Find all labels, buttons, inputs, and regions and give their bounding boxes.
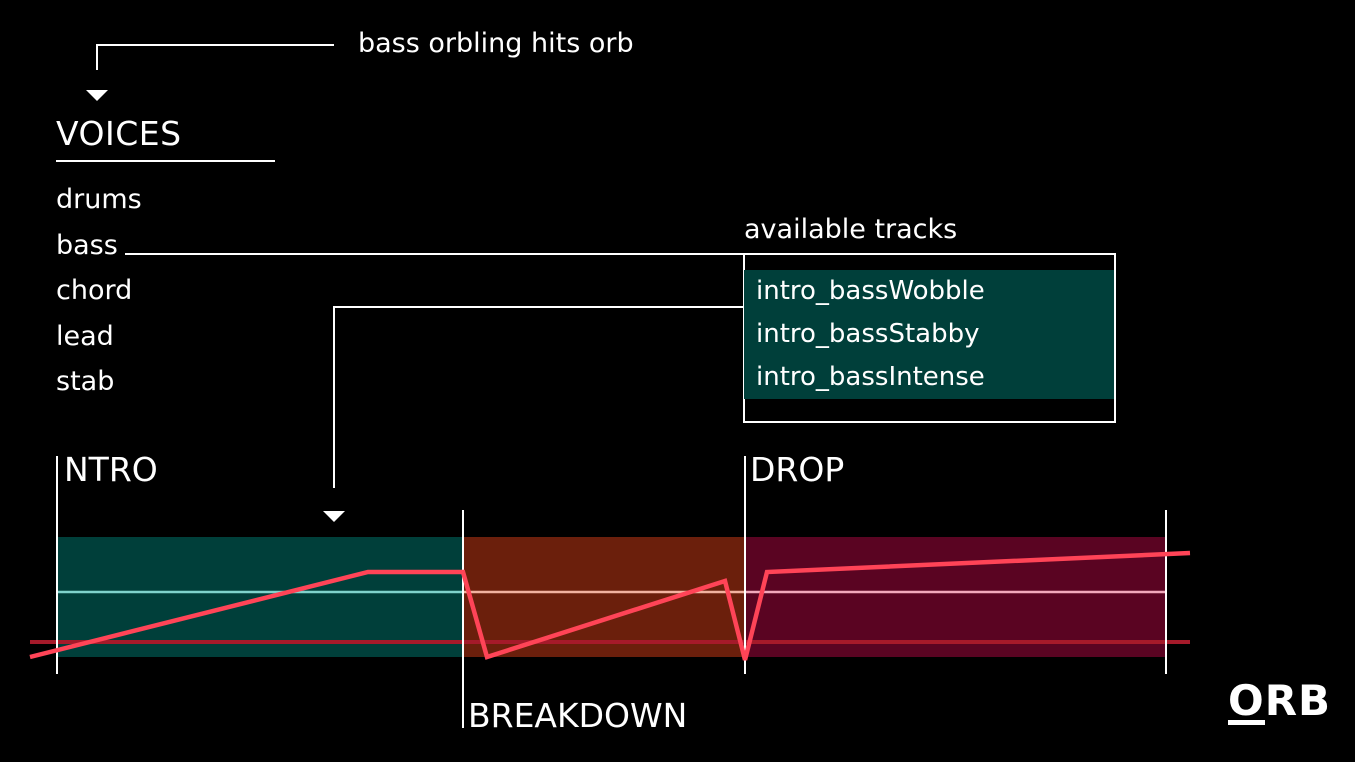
logo-o: O <box>1228 676 1265 726</box>
voice-item-lead[interactable]: lead <box>56 320 114 352</box>
annotation-label: bass orbling hits orb <box>358 28 634 59</box>
voice-item-bass[interactable]: bass <box>56 229 118 261</box>
section-label-breakdown: BREAKDOWN <box>468 696 688 735</box>
section-label-intro: NTRO <box>64 450 158 489</box>
track-connector <box>333 306 744 488</box>
breakdown-band <box>463 537 745 657</box>
voice-item-stab[interactable]: stab <box>56 366 115 397</box>
voice-item-drums[interactable]: drums <box>56 184 142 215</box>
logo-rest: RB <box>1264 676 1332 725</box>
annotation-connector <box>96 44 334 70</box>
track-item-intro-bassintense[interactable]: intro_bassIntense <box>756 362 985 392</box>
track-item-intro-basswobble[interactable]: intro_bassWobble <box>756 276 985 306</box>
available-tracks-title: available tracks <box>744 214 958 245</box>
track-item-intro-bassstabby[interactable]: intro_bassStabby <box>756 319 980 349</box>
orb-logo: ORB <box>1228 676 1331 726</box>
voice-list: drums bass chord lead stab <box>56 184 142 412</box>
pointer-triangle-icon <box>86 90 108 101</box>
voices-title: VOICES <box>56 114 182 153</box>
track-list: intro_bassWobble intro_bassStabby intro_… <box>744 270 1114 399</box>
section-label-drop: DROP <box>750 450 845 489</box>
voice-item-chord[interactable]: chord <box>56 275 133 306</box>
pointer-triangle-icon <box>323 511 345 522</box>
energy-curve <box>29 550 1191 661</box>
